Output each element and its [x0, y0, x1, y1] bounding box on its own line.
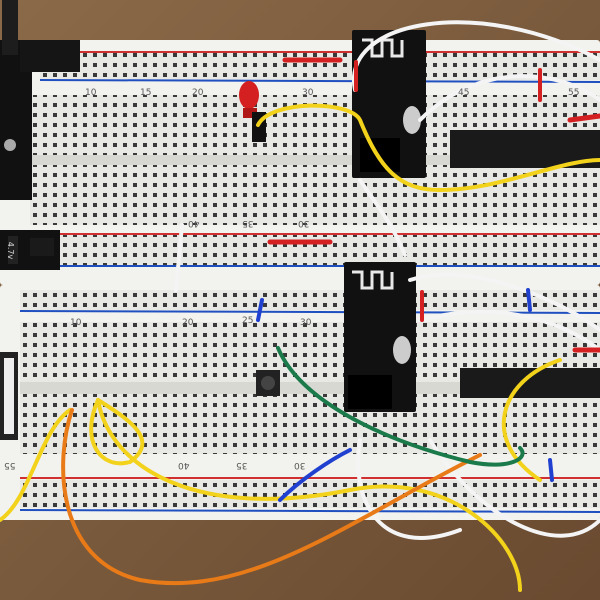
- bottom-rot-35: 35: [236, 460, 248, 470]
- top-col-15: 15: [140, 88, 152, 98]
- wires: [0, 20, 600, 592]
- bottom-rot-40: 40: [178, 460, 190, 470]
- bottom-col-30: 30: [300, 318, 312, 328]
- bottom-col-20: 20: [182, 318, 194, 328]
- power-module-label: 4.7v: [6, 241, 16, 260]
- bottom-rot-55: 55: [4, 460, 16, 470]
- top-col-10: 10: [85, 88, 97, 98]
- bottom-rot-30: 30: [294, 460, 306, 470]
- radio-module-bottom: [344, 262, 416, 412]
- ic-chip-bottom: [460, 368, 600, 398]
- top-col-20: 20: [192, 88, 204, 98]
- header-module-left: [0, 352, 18, 440]
- bottom-col-10: 10: [70, 318, 82, 328]
- bottom-breadboard: [0, 285, 600, 520]
- top-rot-40: 40: [188, 218, 200, 228]
- power-supply-module: [0, 0, 80, 270]
- top-col-30: 30: [302, 88, 314, 98]
- top-col-45: 45: [458, 88, 470, 98]
- top-rot-35: 35: [242, 218, 254, 228]
- top-rot-30: 30: [298, 218, 310, 228]
- top-col-55: 55: [568, 88, 580, 98]
- bottom-col-25: 25: [242, 316, 254, 326]
